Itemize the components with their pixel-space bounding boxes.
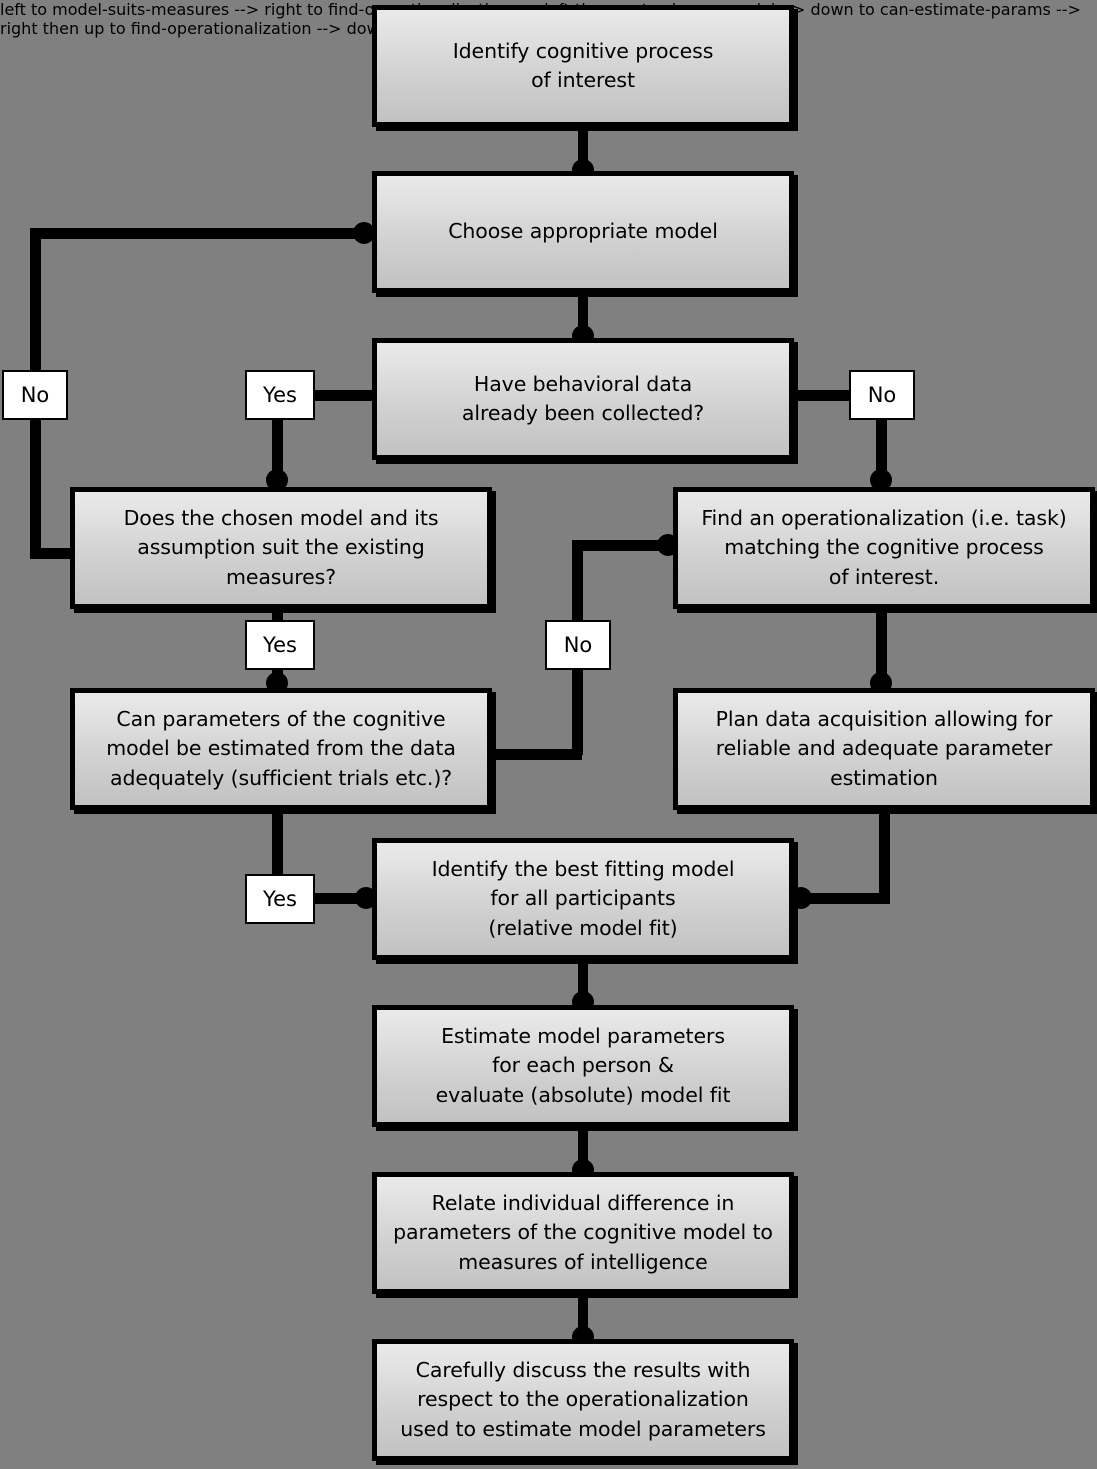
node-find-operationalization-label: Find an operationalization (i.e. task) m… [701,506,1067,589]
connector-endpoint-bestfit-left [355,887,377,909]
connector-endpoint-choose-left [353,222,375,244]
edge-label-no-model-suits: No [2,370,68,420]
connector-canestimate-yes-horizontal [311,893,379,904]
edge-label-yes-have-data: Yes [245,370,315,420]
node-plan-acquisition-label: Plan data acquisition allowing for relia… [715,707,1053,790]
connector-relate-to-discuss [578,1293,588,1345]
connector-plan-horizontal [806,893,890,904]
connector-endpoint-bestfit-right [790,887,812,909]
node-identify-process[interactable]: Identify cognitive process of interest [372,5,794,127]
node-model-suits-measures[interactable]: Does the chosen model and its assumption… [70,487,492,609]
node-can-estimate-params[interactable]: Can parameters of the cognitive model be… [70,688,492,810]
connector-identify-to-choose [578,126,588,178]
connector-choose-to-havedata [578,292,588,344]
connector-modelsuits-no-horizontal-bottom [30,548,82,559]
node-have-data-label: Have behavioral data already been collec… [461,371,705,425]
connector-modelsuits-no-horizontal-top [30,228,365,239]
connector-bestfit-to-estimate [578,958,588,1010]
connector-estimate-to-relate [578,1126,588,1178]
node-have-data[interactable]: Have behavioral data already been collec… [372,338,794,460]
node-best-fitting-model-label: Identify the best fitting model for all … [431,857,735,940]
connector-endpoint-findop-top [870,469,892,491]
connector-plan-vertical [879,806,890,904]
connector-havedata-no-vertical [876,418,887,490]
connector-findop-to-plan [876,608,887,694]
connector-havedata-yes-horizontal [309,390,377,401]
connector-canestimate-no-horizontal-top [572,540,677,551]
connector-canestimate-no-horizontal-bottom [492,749,582,760]
node-best-fitting-model[interactable]: Identify the best fitting model for all … [372,838,794,960]
connector-canestimate-yes-vertical [272,806,283,874]
node-choose-model[interactable]: Choose appropriate model [372,171,794,293]
node-plan-acquisition[interactable]: Plan data acquisition allowing for relia… [673,688,1095,810]
connector-endpoint-modelsuits-top [266,469,288,491]
node-can-estimate-params-label: Can parameters of the cognitive model be… [106,707,456,790]
node-find-operationalization[interactable]: Find an operationalization (i.e. task) m… [673,487,1095,609]
node-estimate-params-label: Estimate model parameters for each perso… [435,1024,731,1107]
node-relate-differences-label: Relate individual difference in paramete… [393,1191,773,1274]
node-discuss-results-label: Carefully discuss the results with respe… [400,1358,766,1441]
node-choose-model-label: Choose appropriate model [448,219,718,244]
edge-label-yes-model-suits: Yes [245,620,315,670]
connector-havedata-yes-vertical [272,418,283,490]
edge-label-yes-can-estimate: Yes [245,874,315,924]
edge-label-no-can-estimate: No [545,620,611,670]
node-relate-differences[interactable]: Relate individual difference in paramete… [372,1172,794,1294]
node-discuss-results[interactable]: Carefully discuss the results with respe… [372,1339,794,1461]
node-model-suits-measures-label: Does the chosen model and its assumption… [123,506,439,589]
node-identify-process-label: Identify cognitive process of interest [452,38,714,92]
node-estimate-params[interactable]: Estimate model parameters for each perso… [372,1005,794,1127]
connector-havedata-no-horizontal [793,390,855,401]
edge-label-no-have-data: No [849,370,915,420]
connector-modelsuits-yes-vertical-upper [272,608,283,630]
